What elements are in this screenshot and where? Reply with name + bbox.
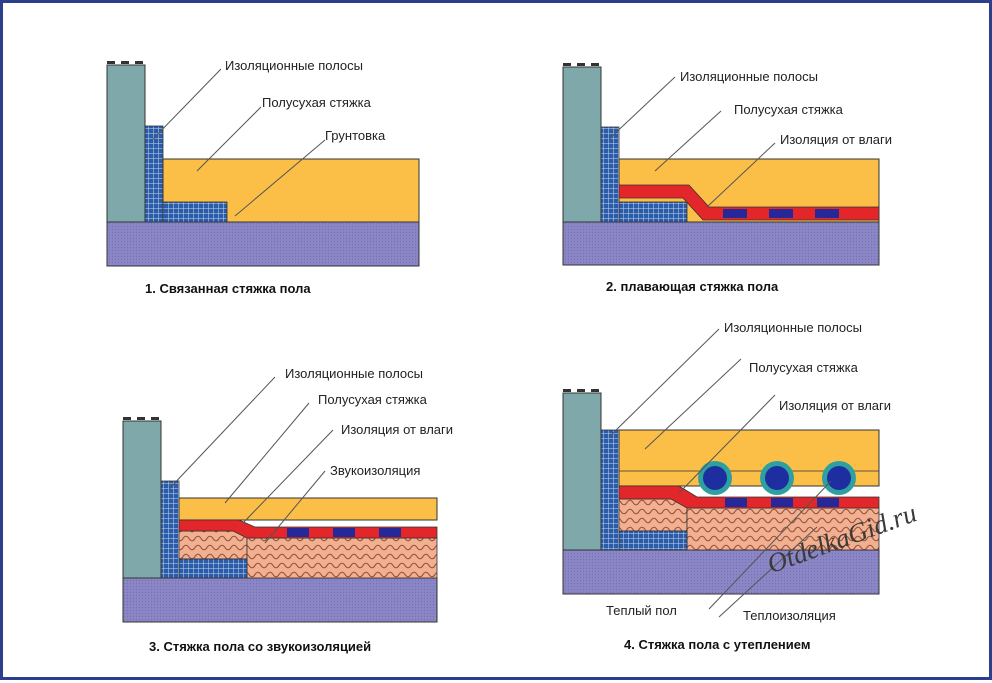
- d3-wall-top-mark: [151, 417, 159, 420]
- d4-leader-1: [608, 328, 720, 438]
- d4-wall: [562, 392, 602, 552]
- d1-caption: 1. Связанная стяжка пола: [145, 281, 311, 296]
- d3-label-semidry-screed: Полусухая стяжка: [318, 392, 427, 407]
- d2-moisture-barrier: [618, 184, 880, 221]
- d3-wall: [122, 420, 162, 580]
- d2-barrier-block: [769, 209, 793, 218]
- d2-wall-top-mark: [577, 63, 585, 66]
- diagram-1-bonded-screed: [106, 61, 420, 267]
- d4-label-edge-strips: Изоляционные полосы: [724, 320, 862, 335]
- d4-heating-pipe: [760, 461, 794, 495]
- d4-slab: [562, 549, 880, 595]
- d3-barrier-block: [333, 528, 355, 537]
- d2-edge-strip: [600, 126, 620, 223]
- d3-slab: [122, 577, 438, 623]
- d2-barrier-block: [815, 209, 839, 218]
- d2-label-moisture-barrier: Изоляция от влаги: [780, 132, 893, 147]
- d1-wall: [106, 64, 146, 224]
- d1-slab: [106, 221, 420, 267]
- d3-acoustic-layer-left: [178, 530, 248, 560]
- d3-leader-4: [264, 470, 326, 544]
- diagram-3-acoustic-screed: [122, 376, 438, 623]
- d1-label-edge-strips: Изоляционные полосы: [225, 58, 363, 73]
- d3-acoustic-layer-right: [246, 537, 438, 579]
- d3-wall-top-mark: [137, 417, 145, 420]
- d4-insulation-layer-left: [618, 498, 688, 532]
- d3-leader-1: [168, 376, 276, 490]
- d4-leader-4: [708, 480, 832, 610]
- d1-inner-strip: [162, 201, 228, 223]
- d4-moisture-barrier: [618, 485, 880, 509]
- d2-leader-3: [706, 142, 776, 208]
- d1-wall-top-mark: [121, 61, 129, 64]
- d4-leader-2: [644, 358, 742, 450]
- d3-barrier-block: [379, 528, 401, 537]
- d4-heating-pipe: [822, 461, 856, 495]
- d4-label-thermal-insulation: Теплоизоляция: [743, 608, 836, 623]
- d1-wall-top-mark: [135, 61, 143, 64]
- diagram-2-floating-screed: [562, 63, 880, 266]
- d3-barrier-block: [287, 528, 309, 537]
- d4-leader-5: [718, 526, 818, 618]
- d3-leader-3: [242, 429, 334, 524]
- d2-wall: [562, 66, 602, 224]
- d3-wall-top-mark: [123, 417, 131, 420]
- d4-barrier-block: [725, 498, 747, 507]
- d3-edge-strip: [160, 480, 180, 579]
- d3-label-moisture-barrier: Изоляция от влаги: [341, 422, 454, 437]
- d1-leader-2: [196, 106, 262, 172]
- d4-inner-strip: [618, 530, 688, 551]
- d3-label-edge-strips: Изоляционные полосы: [285, 366, 423, 381]
- floor-screed-diagrams: [106, 61, 880, 623]
- d4-wall-top-mark: [563, 389, 571, 392]
- d4-leader-3: [678, 394, 776, 494]
- d4-label-underfloor-heating: Теплый пол: [606, 603, 677, 618]
- d1-wall-top-mark: [107, 61, 115, 64]
- d4-caption: 4. Стяжка пола с утеплением: [624, 637, 811, 652]
- d1-label-primer: Грунтовка: [325, 128, 386, 143]
- d4-barrier-block: [771, 498, 793, 507]
- d1-leader-3: [234, 139, 326, 217]
- d4-heating-pipe: [698, 461, 732, 495]
- d3-caption: 3. Стяжка пола со звукоизоляцией: [149, 639, 372, 654]
- d3-label-acoustic-insulation: Звукоизоляция: [330, 463, 421, 478]
- d2-caption: 2. плавающая стяжка пола: [606, 279, 779, 294]
- d4-label-moisture-barrier: Изоляция от влаги: [779, 398, 892, 413]
- d2-wall-top-mark: [563, 63, 571, 66]
- d3-inner-strip: [178, 558, 248, 579]
- d4-edge-strip: [600, 429, 620, 551]
- d2-barrier-block: [723, 209, 747, 218]
- d2-leader-2: [654, 110, 722, 172]
- d1-leader-1: [152, 68, 222, 140]
- d1-label-semidry-screed: Полусухая стяжка: [262, 95, 371, 110]
- d2-label-semidry-screed: Полусухая стяжка: [734, 102, 843, 117]
- d1-edge-strip: [144, 125, 164, 223]
- d2-wall-top-mark: [591, 63, 599, 66]
- d2-label-edge-strips: Изоляционные полосы: [680, 69, 818, 84]
- d3-screed: [178, 497, 438, 521]
- d2-inner-strip: [618, 201, 688, 223]
- d4-barrier-block: [817, 498, 839, 507]
- d4-label-semidry-screed: Полусухая стяжка: [749, 360, 858, 375]
- d4-wall-top-mark: [591, 389, 599, 392]
- d2-slab: [562, 221, 880, 266]
- d2-leader-1: [608, 76, 676, 140]
- diagram-4-insulated-screed: [562, 328, 880, 618]
- d4-wall-top-mark: [577, 389, 585, 392]
- d3-leader-2: [224, 402, 310, 504]
